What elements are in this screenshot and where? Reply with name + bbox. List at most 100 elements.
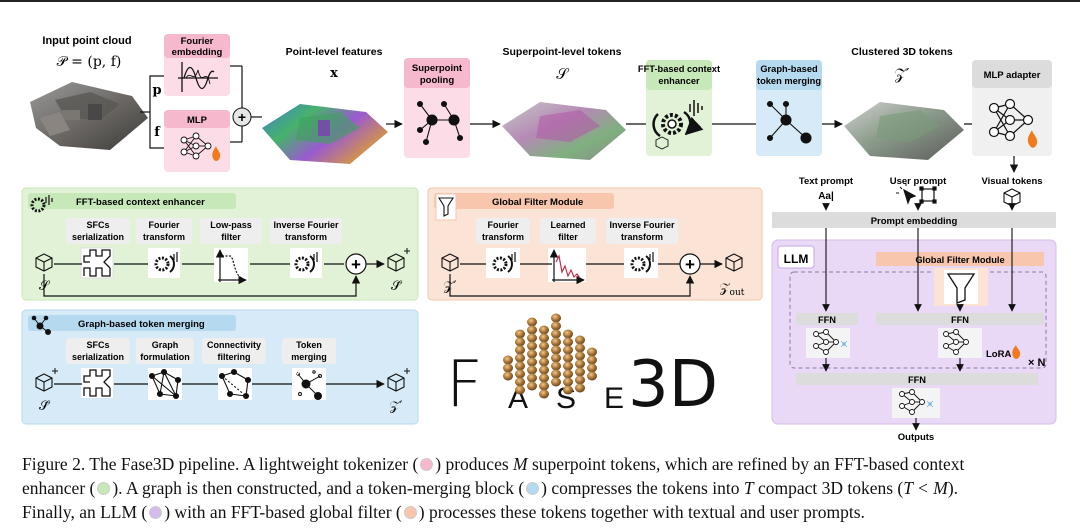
caption-part-6: ) compresses the tokens into [541, 478, 744, 498]
s-label: 𝒮 [556, 65, 569, 83]
logo-bead [527, 349, 537, 359]
logo-bead [551, 313, 561, 323]
graph-step-sfc: SFCs serialization [66, 338, 130, 398]
logo-bead [587, 347, 597, 357]
x-label: x [330, 66, 338, 81]
graph-step-token-merging: Token merging [282, 338, 336, 400]
graph-step-formulation-label-2: formulation [140, 352, 190, 362]
gfm-input-cube-icon [441, 253, 459, 272]
caption-part-10: ) with an FFT-based global filter ( [164, 502, 402, 522]
ffn-bottom-network-icon [892, 388, 940, 418]
lowpass-filter-icon [215, 249, 247, 285]
fft-step-lowpass: Low-pass filter [200, 218, 262, 285]
logo-bead [575, 351, 585, 361]
llm-arrows [822, 203, 1016, 431]
add-node-plus: + [238, 109, 246, 125]
graph-input-cube-icon [35, 368, 58, 392]
superpoint-pooling-label-2: pooling [420, 75, 454, 86]
fft-panel-title: FFT-based context enhancer [76, 197, 205, 208]
graph-step-connectivity: Connectivity filtering [202, 338, 266, 400]
logo-bead [563, 377, 573, 387]
input-point-cloud-label: Input point cloud [42, 35, 131, 47]
logo-bead [563, 385, 573, 395]
gfm-step-inverse-label-2: transform [621, 232, 663, 242]
fft-step-sfc-label-2: serialization [72, 232, 124, 242]
fft-step-inverse-label-1: Inverse Fourier [273, 220, 339, 230]
fft-output-cube-icon [387, 248, 410, 272]
fft-step-fourier-label-1: Fourier [148, 220, 180, 230]
sine-wave-icon [178, 62, 218, 92]
caption-part-9: Finally, an LLM ( [22, 502, 148, 522]
hilbert-curve-icon [83, 249, 111, 277]
fft-step-inverse-label-2: transform [285, 232, 327, 242]
user-prompt-icon [896, 183, 937, 205]
mlp-adapter-label: MLP adapter [984, 70, 1041, 81]
mlp-block: MLP [164, 110, 230, 172]
ffn-bottom-label: FFN [908, 375, 926, 385]
visual-tokens-label: Visual tokens [981, 176, 1042, 187]
caption-part-3: superpoint tokens, which are refined by … [527, 454, 965, 474]
logo-3d: 3D [628, 348, 718, 422]
global-filter-panel: Global Filter Module Fourier transform L… [427, 187, 763, 301]
gfm-step-learned-label-1: Learned [550, 220, 585, 230]
fft-enhancer-label-1: FFT-based context [638, 64, 720, 74]
green-legend-dot [97, 482, 111, 495]
llm-funnel-icon [946, 273, 976, 304]
gfm-step-fourier-label-2: transform [482, 232, 524, 242]
flame-icon [212, 146, 221, 161]
fft-add-plus: + [351, 255, 361, 274]
times-n-label: × N [1028, 357, 1045, 369]
fft-panel-gear-icon [30, 195, 53, 213]
orange-legend-dot [403, 506, 417, 519]
text-prompt-label: Text prompt [799, 176, 854, 187]
gfm-output-label: 𝒵out [720, 281, 745, 298]
logo-bead [587, 371, 597, 381]
graph-step-sfc-label-2: serialization [72, 352, 124, 362]
logo-bead [539, 373, 549, 383]
graph-input-label: 𝒮̃ [39, 399, 51, 414]
z-prime-label: 𝒵′ [895, 65, 910, 83]
logo-bead [575, 383, 585, 393]
fft-gear-icon [652, 100, 704, 150]
fft-step-fourier-label-2: transform [143, 232, 185, 242]
logo-bead [563, 361, 573, 371]
logo-bead [515, 385, 525, 395]
logo-bead [527, 381, 537, 391]
merge-graph-icon [766, 100, 812, 144]
logo-bead [539, 389, 549, 399]
logo-bead [563, 353, 573, 363]
logo-bead [575, 343, 585, 353]
superpoint-pooling-label-1: Superpoint [412, 63, 463, 74]
logo-bead [539, 349, 549, 359]
llm-label: LLM [784, 252, 809, 266]
point-level-features-image [262, 104, 388, 164]
logo-bead [563, 329, 573, 339]
logo-bead [515, 353, 525, 363]
logo-letter-f: F [446, 348, 483, 422]
caption-part-7: compact 3D tokens ( [753, 478, 904, 498]
logo-bead [503, 371, 513, 381]
neural-network-icon [180, 132, 212, 160]
logo-bead [527, 317, 537, 327]
logo-bead [527, 333, 537, 343]
graph-step-merging-label-2: merging [291, 352, 327, 362]
caption-var-m: M [513, 454, 528, 474]
logo-bead [563, 337, 573, 347]
gfm-step-learned-label-2: filter [558, 232, 578, 242]
graph-output-label: 𝒵′ [390, 399, 403, 414]
figure-caption: Figure 2. The Fase3D pipeline. A lightwe… [22, 452, 1062, 524]
user-prompt-label: User prompt [890, 176, 947, 187]
clustered-3d-tokens-label: Clustered 3D tokens [851, 46, 953, 58]
caption-part-2: ) produces [435, 454, 514, 474]
fft-enhancer-panel: FFT-based context enhancer SFCs serializ… [21, 187, 419, 301]
pipeline-diagram: Input point cloud 𝒫 = (p, f) p f Fourier… [21, 34, 1057, 443]
fft-enhancer-block: FFT-based context enhancer [638, 60, 720, 156]
pooling-graph-icon [416, 100, 464, 146]
superpoint-level-tokens-label: Superpoint-level tokens [502, 46, 621, 58]
llm-section: Text prompt Aa| User prompt Visual token… [771, 176, 1057, 443]
text-prompt-icon: Aa| [818, 191, 834, 202]
top-pipeline: Input point cloud 𝒫 = (p, f) p f Fourier… [30, 34, 1052, 173]
caption-part-11: ) processes these tokens together with t… [418, 502, 865, 522]
graph-step-merging-label-1: Token [296, 340, 322, 350]
gfm-funnel-icon [438, 197, 454, 217]
